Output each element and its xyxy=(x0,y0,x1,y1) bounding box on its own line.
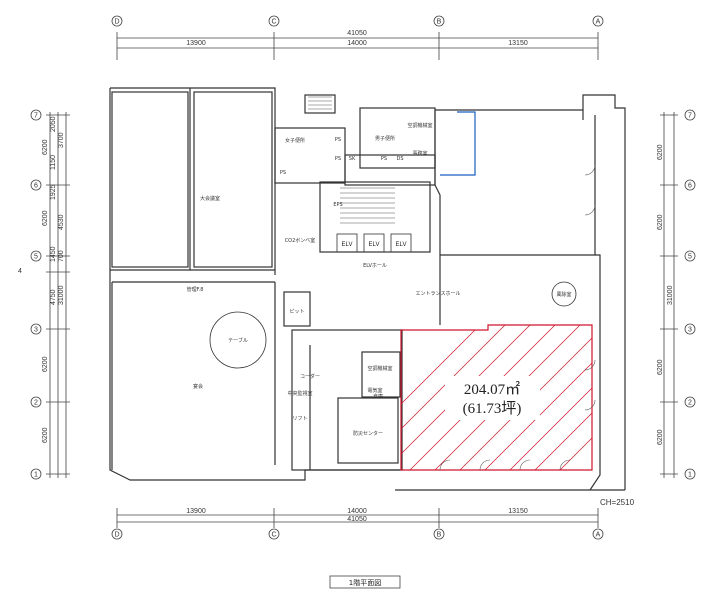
bottom-span-1: 13900 xyxy=(186,508,206,515)
left-dim-5: 6200 xyxy=(42,427,49,443)
round-room-shape xyxy=(551,281,577,307)
room-power: 電気室 xyxy=(367,387,382,394)
left-dim-total: 31000 xyxy=(58,285,65,305)
row-label-6: 6 xyxy=(34,183,38,190)
bottom-col-label-a: A xyxy=(596,532,601,539)
room-ac-room: 空調機械室 xyxy=(367,365,392,372)
right-dim-3: 6200 xyxy=(657,359,664,375)
room-ps-1: PS xyxy=(335,137,341,143)
right-row-markers xyxy=(660,109,696,480)
ceiling-height: CH=2510 xyxy=(600,498,635,507)
room-eps: EPS xyxy=(333,202,342,208)
stairs xyxy=(308,96,395,224)
room-ds: DS xyxy=(396,156,403,162)
room-disaster: 防災センター xyxy=(353,430,383,437)
building-walls xyxy=(109,87,626,491)
row-label-1: 1 xyxy=(34,472,38,479)
col-label-c: C xyxy=(271,19,276,26)
left-subdim-2: 1150 xyxy=(50,155,57,170)
left-dim-1: 6200 xyxy=(42,139,49,155)
top-span-2: 14000 xyxy=(347,40,367,47)
left-subdim-6: 3700 xyxy=(58,132,65,148)
room-storage: 倉庫 xyxy=(373,393,383,400)
row-label-2: 2 xyxy=(34,400,38,407)
area-m2-label: 204.07㎡ xyxy=(464,381,520,398)
bottom-span-3: 13150 xyxy=(508,508,528,515)
room-ps-4: PS xyxy=(280,170,286,176)
bottom-col-label-d: D xyxy=(114,532,119,539)
elv-label-1: ELV xyxy=(342,242,353,248)
room-lift: リフト xyxy=(292,416,307,422)
bottom-dimensions xyxy=(116,508,599,528)
room-office: 事務室 xyxy=(412,150,427,157)
row-label-4: 4 xyxy=(18,268,22,275)
top-column-markers xyxy=(111,15,604,27)
right-dim-1: 6200 xyxy=(657,144,664,160)
room-elv-hall: ELVホール xyxy=(363,263,387,269)
left-subdim-3: 1925 xyxy=(50,184,57,200)
room-sk: SK xyxy=(349,156,356,162)
round-table-shape xyxy=(209,311,267,369)
room-ps-3: PS xyxy=(381,156,387,162)
left-subdim-7: 4530 xyxy=(58,214,65,230)
room-central: 中央監視室 xyxy=(287,390,312,397)
left-dim-2: 6200 xyxy=(42,210,49,226)
room-women: 女子便所 xyxy=(285,137,305,144)
bottom-col-label-c: C xyxy=(271,532,276,539)
top-span-1: 13900 xyxy=(186,40,206,47)
room-ps-2: PS xyxy=(335,156,341,162)
door-swings xyxy=(439,164,596,471)
room-round-table: テーブル xyxy=(228,337,248,344)
room-entrance-hall: エントランスホール xyxy=(416,291,461,297)
blue-boundary-line xyxy=(440,111,476,176)
elv-label-3: ELV xyxy=(396,242,407,248)
right-row-label-2: 2 xyxy=(688,400,692,407)
left-dim-3: 4750 xyxy=(50,289,57,305)
room-banquet: 宴会 xyxy=(193,383,203,390)
right-dim-total: 31000 xyxy=(667,285,674,305)
bottom-total-dim: 41050 xyxy=(347,516,367,523)
area-tsubo-label: (61.73坪) xyxy=(463,400,522,417)
right-dim-2: 6200 xyxy=(657,214,664,230)
right-row-label-5: 5 xyxy=(688,254,692,261)
row-label-5: 5 xyxy=(34,254,38,261)
floor-title-box xyxy=(329,575,401,589)
col-label-b: B xyxy=(437,19,442,26)
top-total-dim: 41050 xyxy=(347,30,367,37)
left-row-markers xyxy=(30,109,70,480)
highlighted-area xyxy=(400,324,593,471)
room-ac-room-2: 空調機械室 xyxy=(407,122,432,129)
bottom-span-2: 14000 xyxy=(347,508,367,515)
elv-label-2: ELV xyxy=(369,242,380,248)
room-co2: CO2ボンベ室 xyxy=(285,237,316,244)
top-dimensions xyxy=(116,32,599,60)
room-corridor: コーダー xyxy=(300,373,320,380)
room-pit: ピット xyxy=(289,309,304,315)
elevators xyxy=(336,233,412,253)
right-row-label-6: 6 xyxy=(688,183,692,190)
row-label-7: 7 xyxy=(34,113,38,120)
col-label-d: D xyxy=(114,19,119,26)
room-management: 管理F.8 xyxy=(187,286,204,293)
left-dim-4: 6200 xyxy=(42,356,49,372)
left-subdim-4: 1450 xyxy=(50,246,57,262)
left-subdim-5: 700 xyxy=(58,250,65,262)
right-row-label-7: 7 xyxy=(688,113,692,120)
right-dim-4: 6200 xyxy=(657,429,664,445)
floor-title: 1階平面図 xyxy=(349,578,381,587)
bottom-col-label-b: B xyxy=(437,532,442,539)
room-round-room: 風除室 xyxy=(556,291,571,298)
right-row-label-3: 3 xyxy=(688,327,692,334)
col-label-a: A xyxy=(596,19,601,26)
left-subdim-1: 2050 xyxy=(50,116,57,132)
room-large-meeting: 大会議室 xyxy=(200,195,220,202)
room-men: 男子便所 xyxy=(375,135,395,142)
top-span-3: 13150 xyxy=(508,40,528,47)
right-row-label-1: 1 xyxy=(688,472,692,479)
row-label-3: 3 xyxy=(34,327,38,334)
bottom-column-markers xyxy=(111,528,604,540)
